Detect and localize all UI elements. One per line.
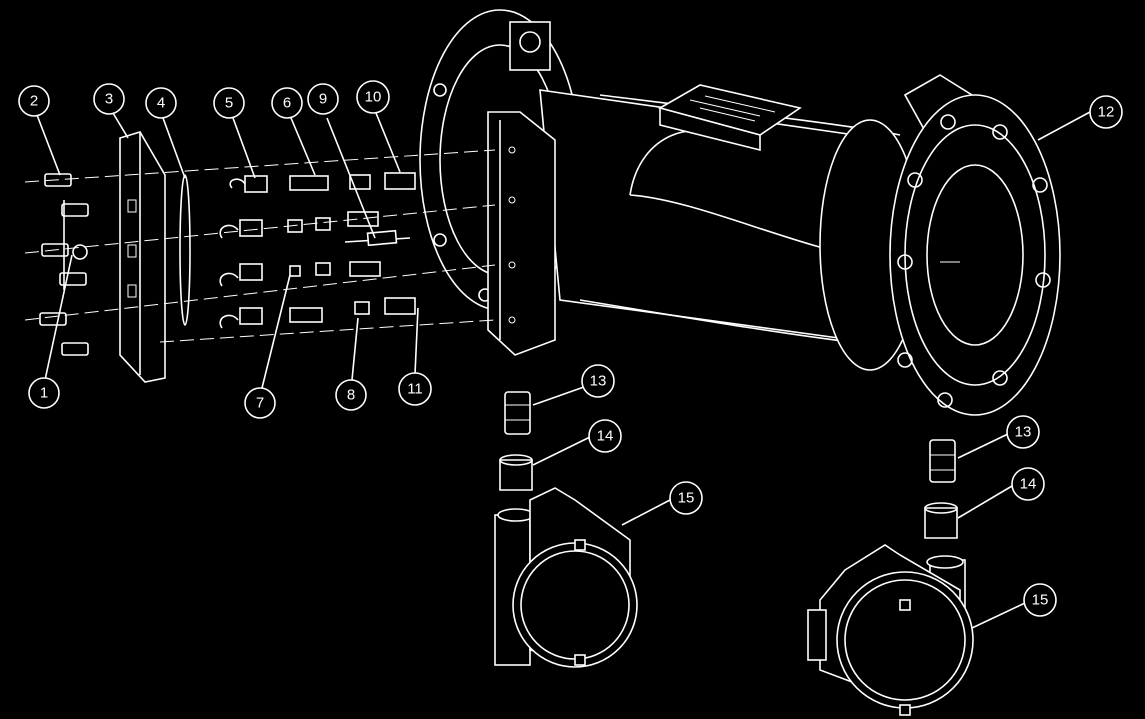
- callout-10-label: 10: [365, 89, 382, 106]
- callout-6: 6: [271, 87, 303, 119]
- callout-3-label: 3: [105, 91, 113, 108]
- callout-15-right-label: 15: [1032, 592, 1049, 609]
- callout-15-right: 15: [1023, 583, 1057, 617]
- right-conduit-assembly: [807, 439, 974, 716]
- callout-11: 11: [398, 372, 432, 406]
- callout-13-right-label: 13: [1015, 424, 1032, 441]
- callout-2: 2: [18, 85, 50, 117]
- callout-3: 3: [93, 83, 125, 115]
- meter-body: [419, 9, 1061, 416]
- callout-1-label: 1: [40, 385, 48, 402]
- callout-6-label: 6: [283, 95, 291, 112]
- transducer-rows: [219, 172, 416, 329]
- callout-4-label: 4: [157, 95, 165, 112]
- callout-14-left: 14: [588, 419, 622, 453]
- callout-13-left-label: 13: [590, 373, 607, 390]
- callout-2-label: 2: [30, 93, 38, 110]
- callout-8-label: 8: [347, 387, 355, 404]
- callout-13-right: 13: [1006, 415, 1040, 449]
- cover-plate-assembly: [39, 131, 191, 383]
- callout-12: 12: [1089, 95, 1123, 129]
- callout-5-label: 5: [225, 95, 233, 112]
- callout-5: 5: [213, 87, 245, 119]
- callout-14-left-label: 14: [597, 428, 614, 445]
- callout-13-left: 13: [581, 364, 615, 398]
- callout-7: 7: [244, 387, 276, 419]
- callout-1: 1: [28, 377, 60, 409]
- callout-7-label: 7: [256, 395, 264, 412]
- callout-14-right-label: 14: [1020, 476, 1037, 493]
- callout-15-left: 15: [669, 481, 703, 515]
- alignment-lines: [24, 149, 496, 343]
- callout-12-label: 12: [1098, 104, 1115, 121]
- callout-14-right: 14: [1011, 467, 1045, 501]
- callout-11-label: 11: [407, 381, 423, 398]
- callout-4: 4: [145, 87, 177, 119]
- callout-9-label: 9: [319, 91, 327, 108]
- callout-10: 10: [356, 80, 390, 114]
- callout-8: 8: [335, 379, 367, 411]
- left-conduit-assembly: [494, 391, 638, 668]
- callout-15-left-label: 15: [678, 490, 695, 507]
- leader-lines: [36, 111, 1091, 629]
- callout-9: 9: [307, 83, 339, 115]
